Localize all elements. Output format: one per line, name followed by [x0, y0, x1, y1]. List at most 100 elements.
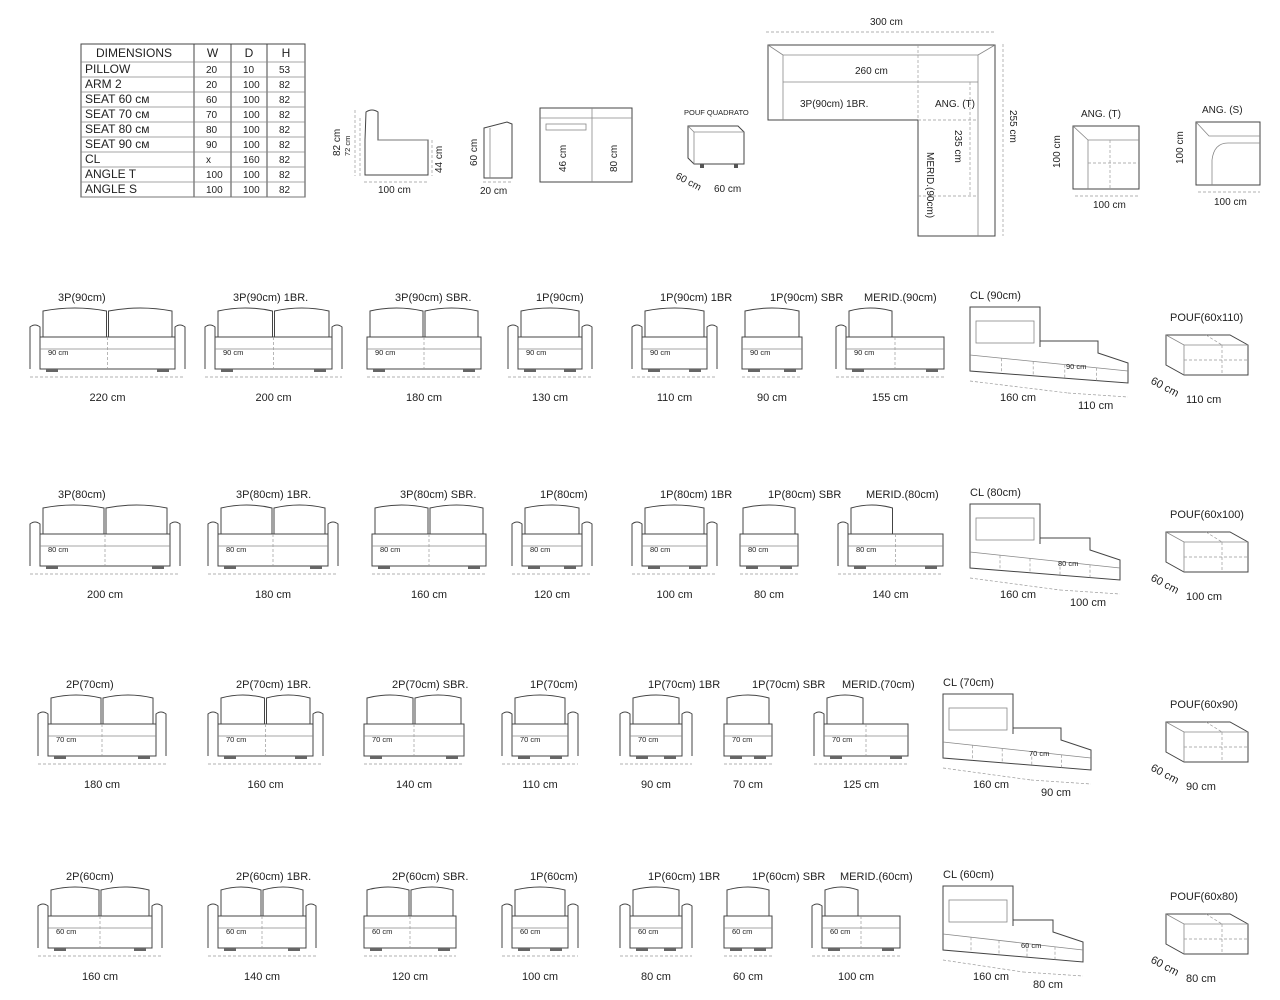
seat-depth-label: 70 cm: [372, 735, 392, 744]
back-cushion: [217, 307, 273, 337]
corner-diag: [977, 44, 996, 56]
seat-depth-label: 70 cm: [56, 735, 76, 744]
module-width: 110 cm: [522, 779, 557, 791]
back-cushion: [42, 504, 105, 534]
table-cell: 10: [243, 65, 255, 76]
corner-3p: 3P(90cm) 1BR.: [800, 99, 868, 110]
module-name: 3P(90cm): [58, 292, 106, 304]
foot-right: [446, 756, 458, 759]
module-name: 1P(90cm) SBR: [770, 292, 843, 304]
arm-left: [511, 521, 523, 566]
arm-height: 60 cm: [469, 139, 480, 166]
table-cell: 100: [243, 140, 260, 151]
seat-box: [723, 723, 773, 757]
seat-depth-label: 70 cm: [732, 735, 752, 744]
front-section-view: 46 cm 80 cm: [539, 107, 633, 183]
module-width: 180 cm: [84, 779, 120, 791]
module-name: 3P(80cm) 1BR.: [236, 489, 311, 501]
seat-box: [641, 336, 708, 370]
pouf-top-edge: [1165, 334, 1248, 346]
cl-back-cushion: [975, 517, 1035, 541]
module-name: 2P(60cm) SBR.: [392, 871, 468, 883]
module-name: 2P(70cm): [66, 679, 114, 691]
foot-right: [550, 948, 562, 951]
arm-left: [501, 903, 513, 948]
seat-box: [741, 336, 803, 370]
cl-seat-label: 70 cm: [1029, 749, 1049, 758]
seat-side-outline: [364, 109, 429, 176]
seat-box: [521, 533, 583, 567]
arm-right: [305, 903, 317, 948]
table-cell: 82: [279, 110, 291, 121]
pouf-depth: 60 cm: [1149, 572, 1181, 597]
module-width: 160 cm: [82, 971, 118, 983]
seat-depth-label: 70 cm: [520, 735, 540, 744]
arm-left: [837, 521, 849, 566]
back-cushion: [514, 694, 566, 724]
angle-s-side-label: 100 cm: [1175, 131, 1186, 164]
table-cell: 60: [206, 95, 218, 106]
back-cushion: [644, 307, 705, 337]
pouf-outline: [1165, 721, 1249, 763]
foot-right: [925, 566, 937, 569]
module-width: 220 cm: [89, 392, 125, 404]
foot-right: [780, 566, 792, 569]
cl-back: [969, 503, 1041, 544]
foot-left: [852, 369, 864, 372]
module-width: 110 cm: [657, 392, 692, 404]
foot-left: [518, 948, 530, 951]
back-cushion: [742, 504, 796, 534]
pouf-edge-a: [687, 125, 695, 133]
foot-right: [157, 369, 169, 372]
foot-left: [528, 566, 540, 569]
foot-right: [890, 756, 902, 759]
foot-right: [882, 948, 894, 951]
foot-right: [468, 566, 480, 569]
table-header-cell: D: [245, 46, 254, 60]
seat-side-seat: 44 cm: [434, 146, 445, 173]
back-cushion: [514, 886, 566, 916]
pouf-top-edge: [1165, 721, 1248, 733]
angle-s-curve: [1211, 142, 1260, 185]
table-header-cell: H: [282, 46, 291, 60]
foot-left: [46, 369, 58, 372]
pouf-split-top: [1205, 334, 1223, 346]
pouf-depth: 60 cm: [1149, 375, 1181, 400]
cl-back: [942, 693, 1014, 734]
back-cushion: [850, 504, 893, 534]
seat-box: [511, 915, 569, 949]
arm-left: [835, 324, 847, 369]
back-cushion: [50, 694, 102, 724]
seat-depth-label: 60 cm: [638, 927, 658, 936]
module-name: 1P(90cm): [536, 292, 584, 304]
arm-right: [331, 324, 343, 369]
arm-right: [581, 324, 593, 369]
module-width: 100 cm: [522, 971, 558, 983]
angle-s-outline: [1195, 121, 1261, 186]
pouf-split-top: [1205, 531, 1223, 543]
back-cushion: [100, 886, 150, 916]
module-name: 2P(60cm) 1BR.: [236, 871, 311, 883]
module-name: 1P(70cm): [530, 679, 578, 691]
foot-left: [748, 369, 760, 372]
back-cushion: [848, 307, 893, 337]
foot-left: [648, 369, 660, 372]
arm-left: [501, 711, 513, 756]
table-cell: 82: [279, 125, 291, 136]
table-cell: 53: [279, 65, 291, 76]
table-cell: 100: [243, 95, 260, 106]
pouf-width: 90 cm: [1186, 781, 1216, 793]
foot-left: [224, 948, 236, 951]
pouf-depth: 60 cm: [1149, 954, 1181, 979]
cl-depth: 160 cm: [973, 779, 1009, 791]
cl-depth: 160 cm: [1000, 392, 1036, 404]
